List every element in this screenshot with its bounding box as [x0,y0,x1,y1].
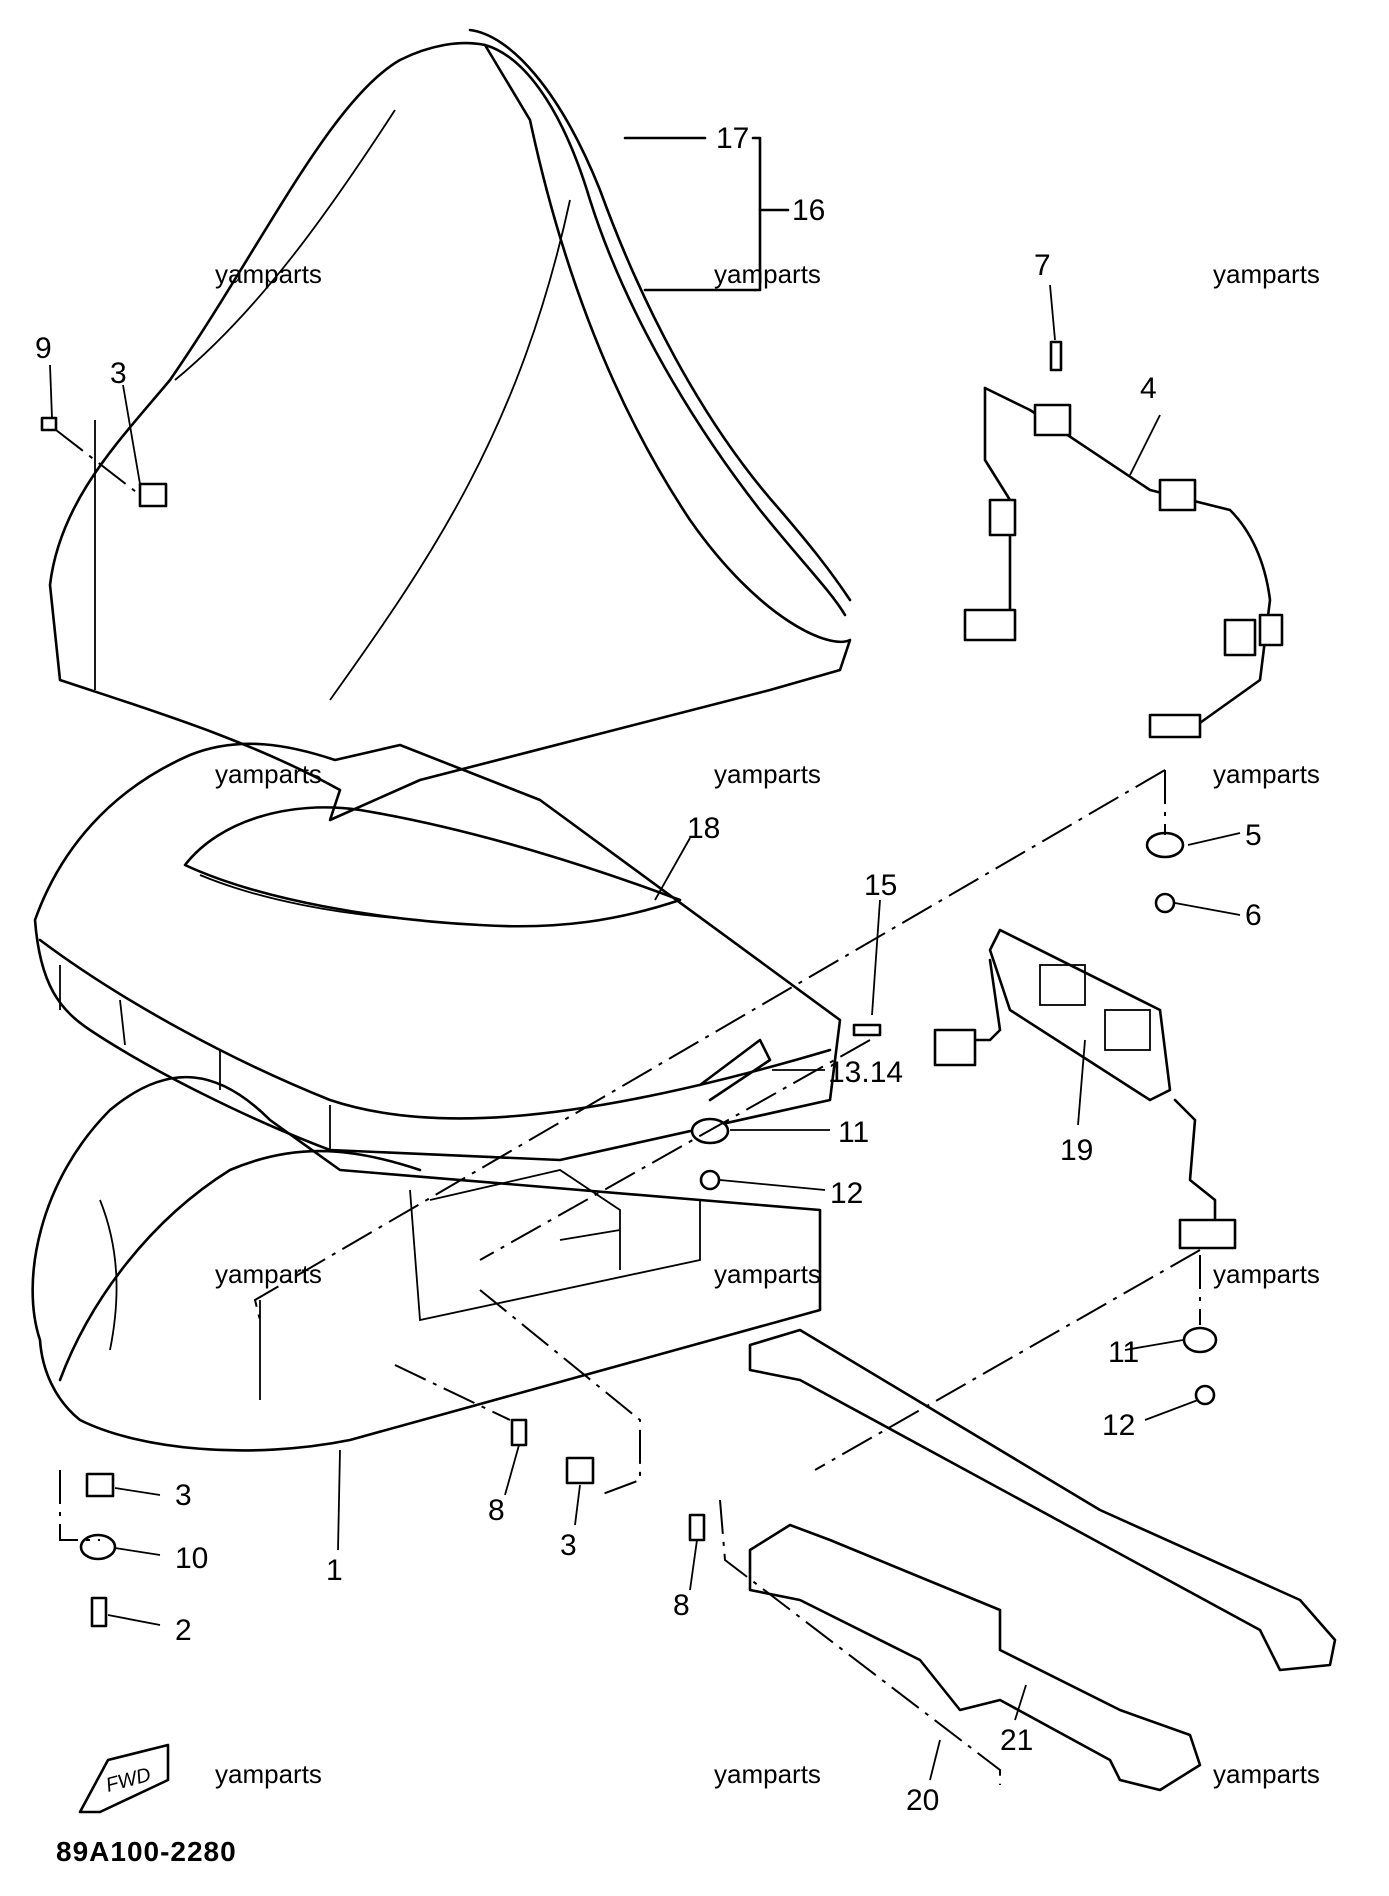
bolt-8-right [688,1513,706,1542]
nut-6 [1154,892,1176,914]
top-shroud [33,742,842,1162]
watermark: yamparts [215,759,322,789]
watermark: yamparts [1213,259,1320,289]
stay-bracket [963,386,1284,739]
hardware [40,340,1218,1628]
watermark: yamparts [714,1259,821,1289]
callout-20: 20 [906,1784,939,1817]
damper-11-right [1182,1326,1218,1354]
callout-8-right: 8 [673,1589,690,1622]
callout-16: 16 [792,194,825,227]
callout-21: 21 [1000,1724,1033,1757]
callout-15: 15 [864,869,897,902]
callout-19: 19 [1060,1134,1093,1167]
nut-3-lower-mid [565,1456,595,1485]
bottom-hood [31,1075,822,1452]
callout-17: 17 [716,122,749,155]
clip-13-14 [698,1038,772,1102]
callout-6: 6 [1245,899,1262,932]
nut-3-lower-left [85,1472,115,1498]
callout-3-lower-mid: 3 [560,1529,577,1562]
callout-11-left: 11 [838,1116,869,1149]
nut-12-right [1194,1384,1216,1406]
callout-8-left: 8 [488,1494,505,1527]
bolt-8-left [510,1418,528,1447]
watermark: yamparts [215,259,322,289]
callout-3-lower-left: 3 [175,1479,192,1512]
screw-7 [1049,340,1063,372]
callout-1: 1 [326,1554,343,1587]
stay-bracket-2 [933,928,1237,1250]
watermark: yamparts [714,259,821,289]
leader-lines [49,136,1241,1785]
collar-10 [79,1533,117,1561]
bolt-2 [90,1596,108,1628]
diagram-code: 89A100-2280 [56,1836,237,1867]
callout-10: 10 [175,1542,208,1575]
pad-21 [748,1328,1337,1672]
callouts: 17 16 7 4 9 3 18 5 6 15 13.14 11 12 19 1… [35,122,1262,1817]
callout-13-14: 13.14 [828,1056,903,1089]
pad-20 [748,1523,1202,1792]
callout-9: 9 [35,332,52,365]
callout-7: 7 [1034,249,1051,282]
watermarks: yamparts yamparts yamparts yamparts yamp… [215,259,1320,1789]
screw-9 [40,416,58,432]
watermark: yamparts [215,1759,322,1789]
watermark: yamparts [215,1259,322,1289]
callout-3-top: 3 [110,357,127,390]
watermark: yamparts [714,759,821,789]
watermark: yamparts [1213,1759,1320,1789]
damper-5 [1145,831,1185,859]
screw-15 [852,1023,882,1037]
callout-18: 18 [687,812,720,845]
callout-11-right: 11 [1108,1336,1139,1369]
nut-12-left [699,1169,721,1191]
watermark: yamparts [1213,1259,1320,1289]
windshield [48,28,852,822]
callout-2: 2 [175,1614,192,1647]
callout-4: 4 [1140,372,1157,405]
fwd-arrow-icon: FWD [78,1743,170,1814]
nut-3-upper [138,482,168,508]
watermark: yamparts [1213,759,1320,789]
callout-12-left: 12 [830,1177,863,1210]
callout-5: 5 [1245,819,1262,852]
callout-12-right: 12 [1102,1409,1135,1442]
watermark: yamparts [714,1759,821,1789]
